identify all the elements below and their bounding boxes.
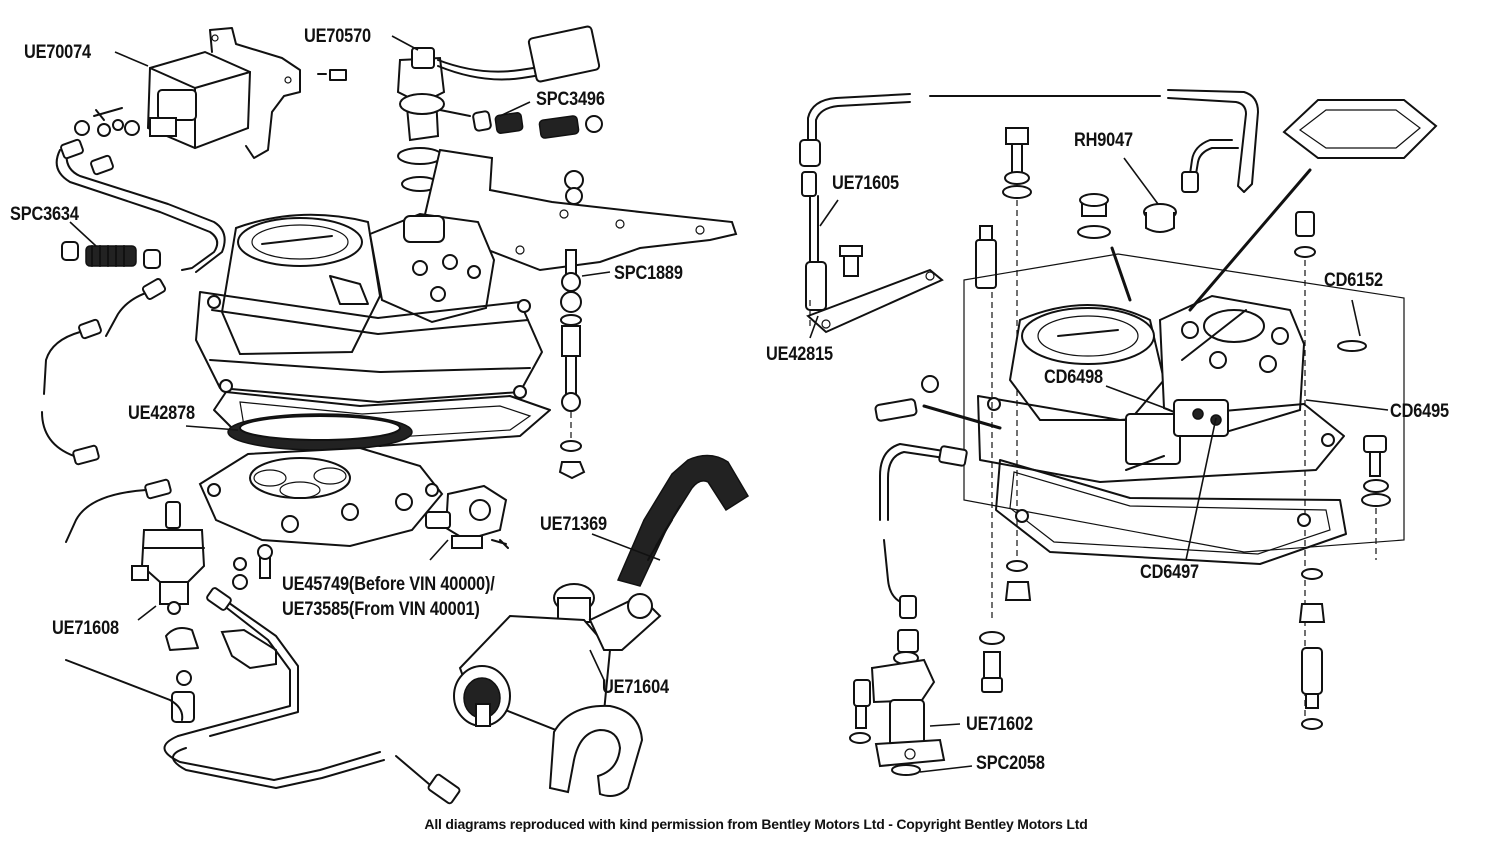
hose-ue71369 — [616, 454, 750, 587]
lower-gasket-right — [995, 459, 1347, 565]
label-rh9047[interactable]: RH9047 — [1074, 130, 1133, 151]
pressure-regulator-ue71608 — [131, 501, 206, 615]
fuel-pump-ue71604 — [453, 583, 662, 732]
copyright-footer: All diagrams reproduced with kind permis… — [424, 816, 1088, 832]
fuel-pipe-top-right — [799, 89, 1259, 263]
label-ue71602[interactable]: UE71602 — [966, 714, 1033, 735]
control-unit-ue70074 — [74, 27, 347, 159]
bolt-stack-far-right — [1361, 435, 1391, 507]
label-cd6495[interactable]: CD6495 — [1390, 401, 1449, 422]
label-ue71608[interactable]: UE71608 — [52, 618, 119, 639]
label-ue70074[interactable]: UE70074 — [24, 42, 91, 63]
fuel-pipe-left-side — [41, 278, 172, 543]
mounting-plate — [418, 148, 738, 272]
right-assembly — [799, 89, 1438, 776]
label-cd6497[interactable]: CD6497 — [1140, 562, 1199, 583]
throttle-adaptor-ue42878 — [227, 413, 413, 451]
label-spc3496[interactable]: SPC3496 — [536, 89, 605, 110]
label-ue71604[interactable]: UE71604 — [602, 677, 669, 698]
label-ue42878[interactable]: UE42878 — [128, 403, 195, 424]
label-spc1889[interactable]: SPC1889 — [614, 263, 683, 284]
plug-rh9047 — [1077, 193, 1177, 239]
pipe-bracket — [220, 628, 277, 670]
label-ue71605[interactable]: UE71605 — [832, 173, 899, 194]
label-cd6498[interactable]: CD6498 — [1044, 367, 1103, 388]
fuel-pipe-upper-left — [55, 138, 226, 273]
fuel-pipe-right-lower — [874, 375, 968, 619]
throttle-switch-ue45749 — [425, 484, 509, 549]
pipe-clip — [165, 627, 199, 651]
stud-spc1889 — [558, 249, 586, 480]
sensor-gasket — [397, 147, 443, 165]
throttle-body-main — [195, 212, 543, 403]
bolt-stack-right — [1294, 211, 1367, 720]
sensor-ue70570 — [396, 25, 601, 142]
actuator — [1125, 399, 1229, 471]
hose-spc3496 — [472, 110, 603, 139]
throttle-body-right — [977, 294, 1345, 483]
throttle-housing-lower — [198, 446, 444, 548]
fuel-return-pipe — [65, 587, 461, 805]
label-cd6152[interactable]: CD6152 — [1324, 270, 1383, 291]
gasket-plate — [213, 391, 551, 447]
plenum-outline — [963, 253, 1405, 553]
cold-start-injector-ue71602 — [849, 629, 946, 776]
label-ue45749[interactable]: UE45749(Before VIN 40000)/ — [282, 574, 495, 595]
pump-clamp — [548, 704, 644, 797]
label-spc3634[interactable]: SPC3634 — [10, 204, 79, 225]
label-spc2058[interactable]: SPC2058 — [976, 753, 1045, 774]
label-ue70570[interactable]: UE70570 — [304, 26, 371, 47]
label-ue73585[interactable]: UE73585(From VIN 40001) — [282, 599, 480, 620]
washer — [233, 557, 247, 571]
hose-spc3634 — [61, 241, 161, 269]
leader-lines — [69, 35, 1389, 773]
spacer-pillar — [975, 239, 997, 289]
left-assembly — [41, 25, 750, 805]
bracket-ue42815 — [805, 245, 944, 334]
cover-gasket — [1282, 99, 1438, 159]
label-ue42815[interactable]: UE42815 — [766, 344, 833, 365]
label-ue71369[interactable]: UE71369 — [540, 514, 607, 535]
